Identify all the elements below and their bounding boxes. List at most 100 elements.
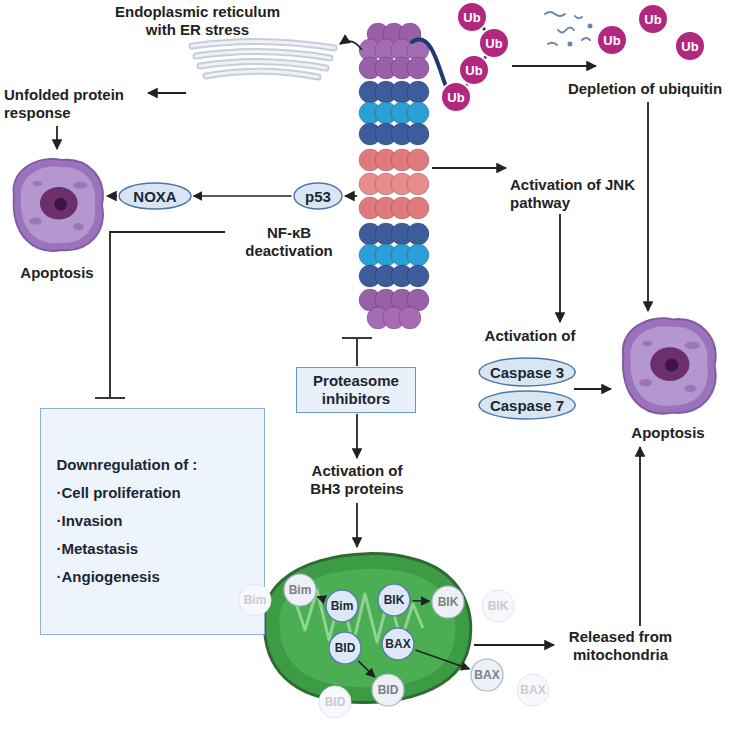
node-text: Ub	[465, 63, 482, 78]
node-text: Ub	[681, 39, 698, 54]
released-protein-circle-shape	[372, 674, 404, 706]
node-text: BID	[335, 641, 356, 655]
drug-box: Proteasome inhibitors	[296, 367, 416, 413]
outcome-label: Apoptosis	[7, 264, 107, 282]
ubiquitin-circle-shape	[597, 25, 627, 55]
node-text: BIK	[384, 593, 405, 607]
released-protein-circle: Bim	[283, 573, 317, 607]
node-text: Ub	[603, 33, 620, 48]
released-protein-circle-shape	[471, 659, 503, 691]
node-text: BAX	[474, 668, 499, 682]
node-text: Bim	[331, 599, 354, 613]
node-text: Bim	[244, 593, 267, 607]
node-text: ·Angiogenesis	[57, 563, 160, 591]
faded-protein-circle: BIK	[481, 589, 515, 623]
node-text: Proteasome inhibitors	[305, 372, 407, 408]
proteasome-subunit	[407, 244, 429, 266]
faded-protein-circle-shape	[517, 674, 549, 706]
faded-protein-circle: Bim	[238, 583, 272, 617]
ubiquitin-circle-shape	[459, 55, 489, 85]
ubiquitin-circle-shape	[441, 82, 471, 112]
node-text: Downregulation of :	[57, 451, 198, 479]
process-label: Unfolded protein response	[4, 86, 144, 122]
proteasome-subunit	[407, 57, 429, 79]
arrow-connector	[194, 195, 292, 197]
node-text: BID	[378, 683, 399, 697]
protein-oval: Caspase 7	[478, 390, 576, 420]
proteasome-subunit	[407, 149, 429, 171]
node-text: ·Invasion	[57, 507, 123, 535]
bh3-protein-circle: BIK	[377, 583, 411, 617]
protein-oval: NOXA	[118, 182, 192, 210]
process-label: Released from mitochondria	[558, 628, 683, 664]
ubiquitin-circle: Ub	[637, 3, 669, 35]
released-protein-circle-shape	[432, 586, 464, 618]
bh3-protein-circle: BAX	[381, 627, 415, 661]
process-label: Activation of	[480, 327, 580, 345]
node-text: ·Metastasis	[57, 535, 139, 563]
ubiquitin-circle-shape	[457, 2, 487, 32]
node-text: Bim	[289, 583, 312, 597]
node-text: Ub	[463, 10, 480, 25]
node-text: BID	[325, 695, 346, 709]
proteasome-subunit	[407, 173, 429, 195]
faded-protein-circle-shape	[239, 584, 271, 616]
ubiquitin-circle-shape	[675, 31, 705, 61]
node-text: BAX	[520, 683, 545, 697]
released-protein-circle-shape	[284, 574, 316, 606]
node-text: p53	[305, 188, 331, 205]
mitochondrion	[264, 554, 470, 703]
bh3-protein-circle: Bim	[325, 589, 359, 623]
organelle-label: Endoplasmic reticulum with ER stress	[105, 3, 290, 39]
proteasome-subunit	[407, 197, 429, 219]
released-protein-circle: BAX	[470, 658, 504, 692]
effect-box: Downregulation of :·Cell proliferation·I…	[40, 408, 265, 635]
node-text: Caspase 7	[490, 397, 564, 414]
faded-protein-circle-shape	[482, 590, 514, 622]
process-label: Depletion of ubiquitin	[550, 80, 740, 98]
ubiquitin-circle: Ub	[456, 1, 488, 33]
proteasome-subunit	[407, 102, 429, 124]
bh3-protein-circle-shape	[378, 584, 410, 616]
node-text: BAX	[385, 637, 410, 651]
ubiquitin-circle-shape	[638, 4, 668, 34]
protein-oval-shape	[119, 183, 191, 209]
node-text: BIK	[488, 599, 509, 613]
proteasome-subunit	[407, 265, 429, 287]
ubiquitin-fragments	[545, 12, 592, 46]
protein-oval-shape	[479, 358, 575, 386]
endoplasmic-reticulum	[192, 41, 334, 77]
proteasome-subunit	[399, 307, 421, 329]
process-label: Activation of BH3 proteins	[297, 462, 417, 498]
protein-oval-shape	[294, 183, 342, 209]
proteasome-subunit	[407, 223, 429, 245]
ubiquitin-circle: Ub	[674, 30, 706, 62]
bh3-protein-circle-shape	[326, 590, 358, 622]
bh3-protein-circle-shape	[382, 628, 414, 660]
arrow-connector	[415, 650, 469, 669]
arrow-connector	[358, 661, 375, 677]
proteasome-subunit	[407, 123, 429, 145]
apoptotic-cell	[623, 318, 716, 413]
ubiquitin-circle: Ub	[440, 81, 472, 113]
node-text: Caspase 3	[490, 364, 564, 381]
process-label: Activation of JNK pathway	[510, 176, 638, 212]
outcome-label: Apoptosis	[618, 424, 718, 442]
proteasome	[359, 23, 429, 329]
faded-protein-circle: BID	[318, 685, 352, 719]
faded-protein-circle-shape	[319, 686, 351, 718]
node-text: Ub	[447, 90, 464, 105]
bh3-protein-circle: BID	[328, 631, 362, 665]
node-text: ·Cell proliferation	[57, 479, 181, 507]
protein-oval-shape	[479, 391, 575, 419]
apoptotic-cell	[13, 159, 102, 251]
ubiquitin-circle-shape	[479, 28, 509, 58]
arrow-connector	[317, 597, 324, 600]
process-label: NF-κB deactivation	[230, 224, 348, 260]
released-protein-circle: BID	[371, 673, 405, 707]
protein-oval: p53	[293, 182, 343, 210]
bh3-protein-circle-shape	[329, 632, 361, 664]
proteasome-subunit	[407, 81, 429, 103]
ubiquitin-circle: Ub	[478, 27, 510, 59]
